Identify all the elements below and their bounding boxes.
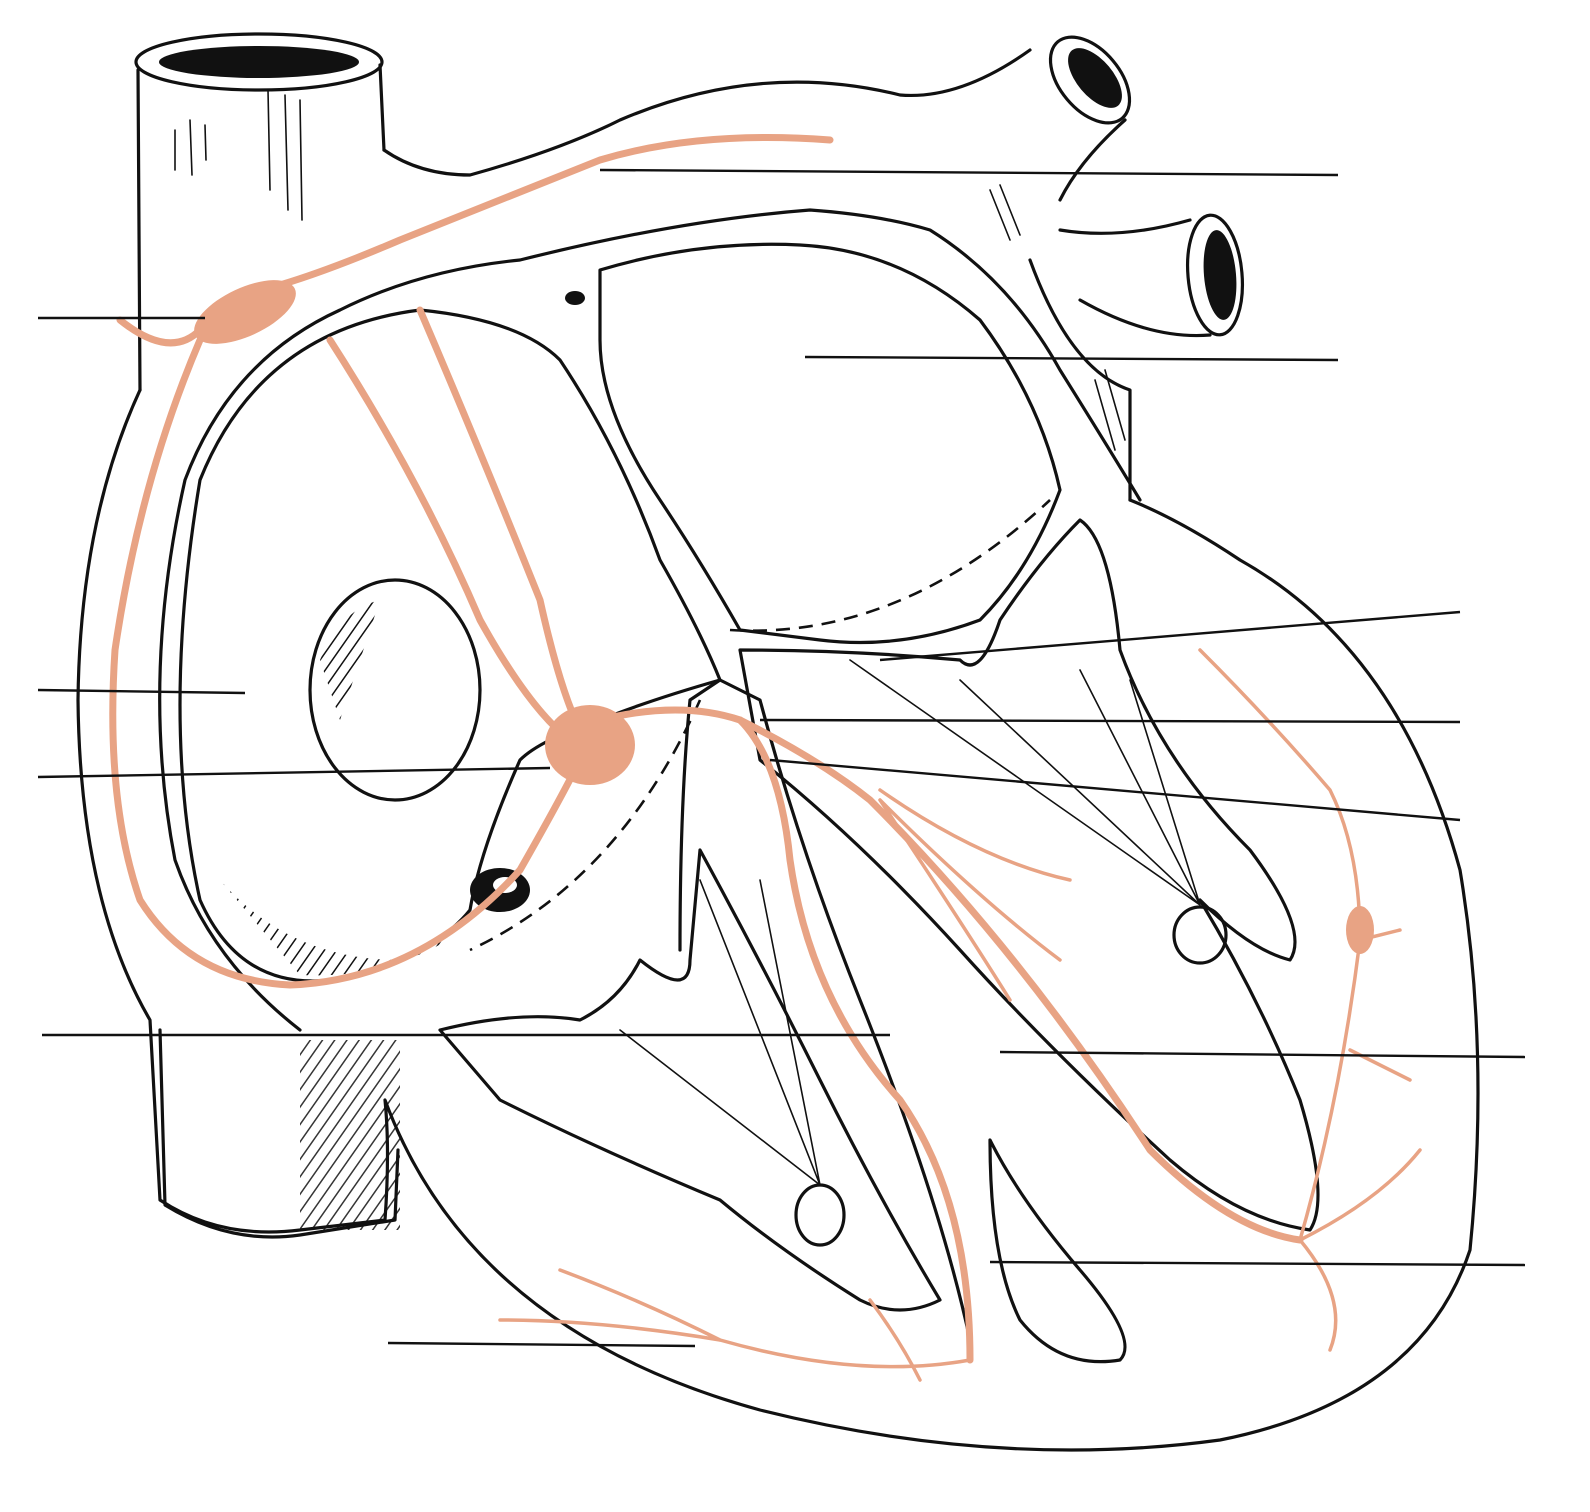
left-atrium	[598, 242, 1062, 645]
sa-node	[194, 280, 296, 344]
inner-wall	[158, 208, 1142, 1032]
conduction-system	[109, 134, 1422, 1382]
label-leaders	[37, 168, 1526, 1348]
left-ventricle	[738, 518, 1320, 1232]
right-ventricle	[438, 848, 942, 1312]
av-node	[545, 705, 635, 785]
interventricular-septum	[678, 678, 972, 1342]
fossa-ovalis	[308, 578, 482, 802]
superior-vena-cava	[134, 32, 386, 392]
coronary-sinus	[220, 868, 530, 976]
inferior-vena-cava	[158, 1028, 400, 1239]
heart-outline	[76, 388, 1480, 1452]
great-vessels	[382, 35, 1245, 502]
right-atrium	[178, 308, 722, 983]
